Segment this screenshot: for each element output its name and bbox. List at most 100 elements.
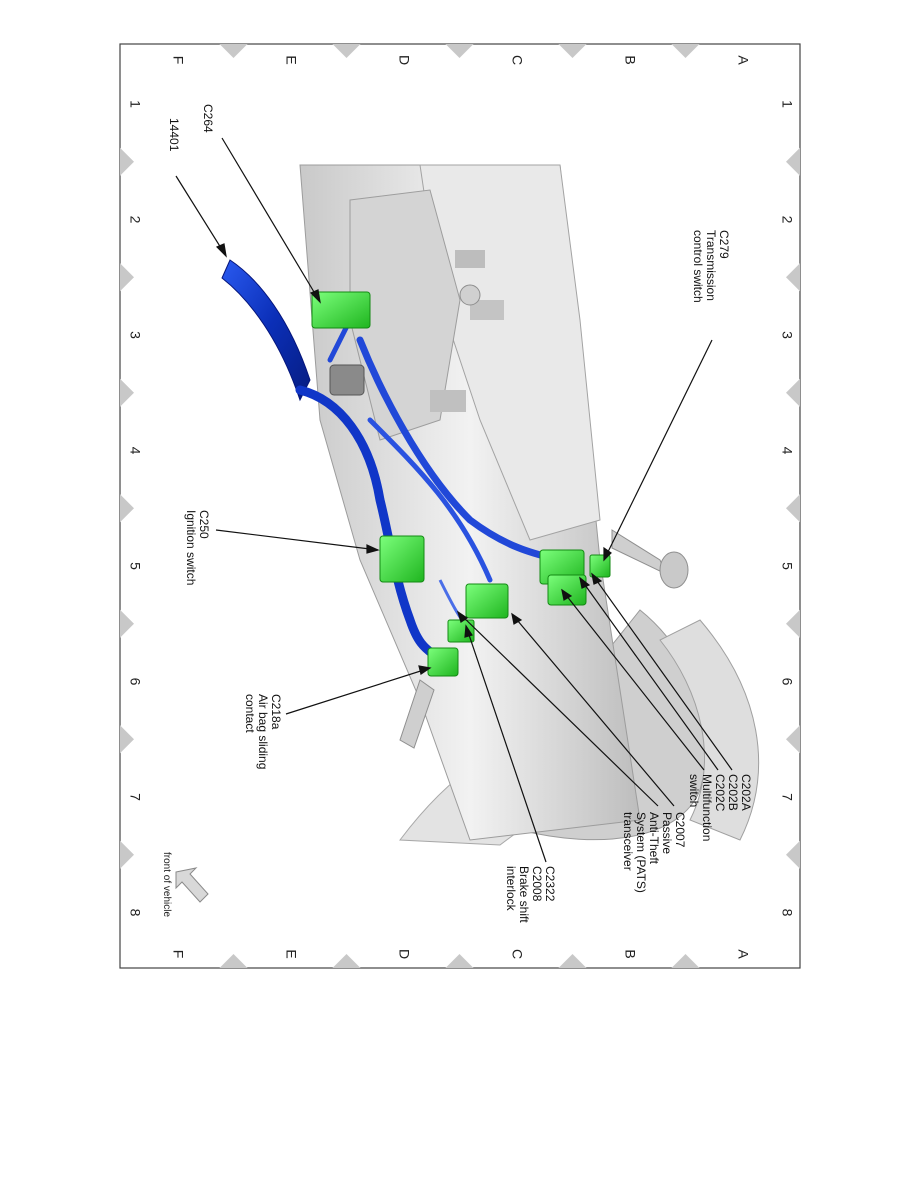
frame-marker-left [120, 494, 134, 523]
callout-c264: C264 [201, 104, 215, 133]
grid-row-label: D [396, 949, 412, 959]
leader-c250 [215, 529, 379, 551]
arrow-c2007-b [456, 610, 469, 623]
harness-mid-branch [367, 417, 493, 583]
wiring-harness-14401 [221, 259, 564, 665]
grid-column-label: 2 [779, 216, 795, 224]
grid-row-label: C [509, 949, 525, 959]
grid-column-label: 5 [779, 562, 795, 570]
shift-lever-knob [659, 551, 689, 589]
arrow-c2007-a [511, 612, 523, 625]
column-bolt [459, 284, 481, 306]
grid-row-label: A [735, 949, 751, 959]
grid-column-label: 6 [127, 678, 143, 686]
grid-row-label: A [735, 55, 751, 65]
frame-marker-bottom [558, 954, 587, 968]
grid-column-label: 4 [779, 447, 795, 455]
leader-c202c [561, 589, 705, 771]
grid-row-label: C [509, 55, 525, 65]
frame-marker-top [219, 44, 248, 58]
frame-marker-right [786, 494, 800, 523]
front-of-vehicle-label: front of vehicle [161, 852, 172, 917]
grid-column-label: 6 [779, 678, 795, 686]
grid-row-label: E [283, 949, 299, 958]
grid-row-label: F [170, 950, 186, 959]
frame-marker-bottom [332, 954, 361, 968]
arrow-c250 [366, 544, 380, 554]
callout-c2007: C2007 Passive Anti-Theft System (PATS) t… [621, 812, 687, 896]
frame-marker-right [786, 840, 800, 869]
frame-marker-right [786, 147, 800, 176]
leader-c264 [221, 137, 321, 303]
arrow-c264 [309, 289, 321, 304]
callout-c250: C250 Ignition switch [184, 510, 211, 585]
callout-c2322: C2322 C2008 Brake shift interlock [504, 866, 557, 926]
grid-column-label: 1 [779, 100, 795, 108]
frame-marker-left [120, 147, 134, 176]
frame-marker-left [120, 840, 134, 869]
grid-column-label: 5 [127, 562, 143, 570]
frame-markers [120, 44, 800, 968]
connector-c202a [589, 554, 611, 578]
frame-marker-bottom [219, 954, 248, 968]
grid-column-label: 4 [127, 447, 143, 455]
grid-column-label: 8 [779, 909, 795, 917]
callout-c279: C279 Transmission control switch [691, 230, 731, 304]
frame-marker-left [120, 378, 134, 407]
frame-marker-right [786, 378, 800, 407]
arrow-14401 [215, 243, 227, 258]
column-slot-2 [470, 300, 504, 320]
leader-c218a [285, 667, 431, 715]
leader-c202a [591, 573, 733, 771]
callout-c218a: C218a Air bag sliding contact [243, 694, 283, 773]
grid-column-label: 8 [127, 909, 143, 917]
grid-row-label: D [396, 55, 412, 65]
frame-marker-top [332, 44, 361, 58]
leader-lines [175, 137, 733, 863]
connector-c202c [547, 574, 587, 606]
harness-upper-branch [356, 336, 564, 564]
frame-marker-right [786, 263, 800, 292]
column-slot-1 [455, 250, 485, 268]
arrow-c202a [591, 572, 603, 585]
column-slot-3 [430, 390, 466, 412]
frame-marker-left [120, 263, 134, 292]
frame-marker-right [786, 609, 800, 638]
arrow-c202b [579, 576, 591, 589]
steering-column-illustration [299, 164, 760, 846]
connectors [311, 291, 611, 677]
frame-marker-bottom [671, 954, 700, 968]
harness-main-branch [295, 385, 445, 665]
callout-c202: C202A C202B C202C Multifunction switch [687, 774, 753, 845]
arrow-c2322 [464, 624, 473, 638]
frame-marker-top [671, 44, 700, 58]
harness-grommet [329, 364, 365, 396]
grid-column-label: 3 [779, 331, 795, 339]
frame-marker-right [786, 725, 800, 754]
connector-c264 [311, 291, 371, 329]
arrow-c202c [561, 588, 573, 601]
grid-row-label: E [283, 55, 299, 64]
front-of-vehicle-indicator: front of vehicle [161, 852, 209, 917]
frame-marker-bottom [445, 954, 474, 968]
leader-c279 [603, 339, 713, 561]
grid-row-label: F [170, 56, 186, 65]
connector-c2007 [465, 583, 509, 619]
arrow-c218a [418, 665, 432, 675]
grid-row-label: B [622, 949, 638, 958]
frame-marker-top [445, 44, 474, 58]
leader-c2007-b [457, 611, 659, 807]
arrow-c279 [603, 546, 612, 562]
grid-column-label: 7 [127, 793, 143, 801]
leader-c2007-a [511, 613, 675, 807]
harness-trunk [221, 259, 311, 402]
frame-marker-top [558, 44, 587, 58]
frame-marker-left [120, 725, 134, 754]
connector-c218a [427, 647, 459, 677]
frame-marker-left [120, 609, 134, 638]
front-arrow-icon [175, 867, 209, 903]
grid-row-label: B [622, 55, 638, 64]
